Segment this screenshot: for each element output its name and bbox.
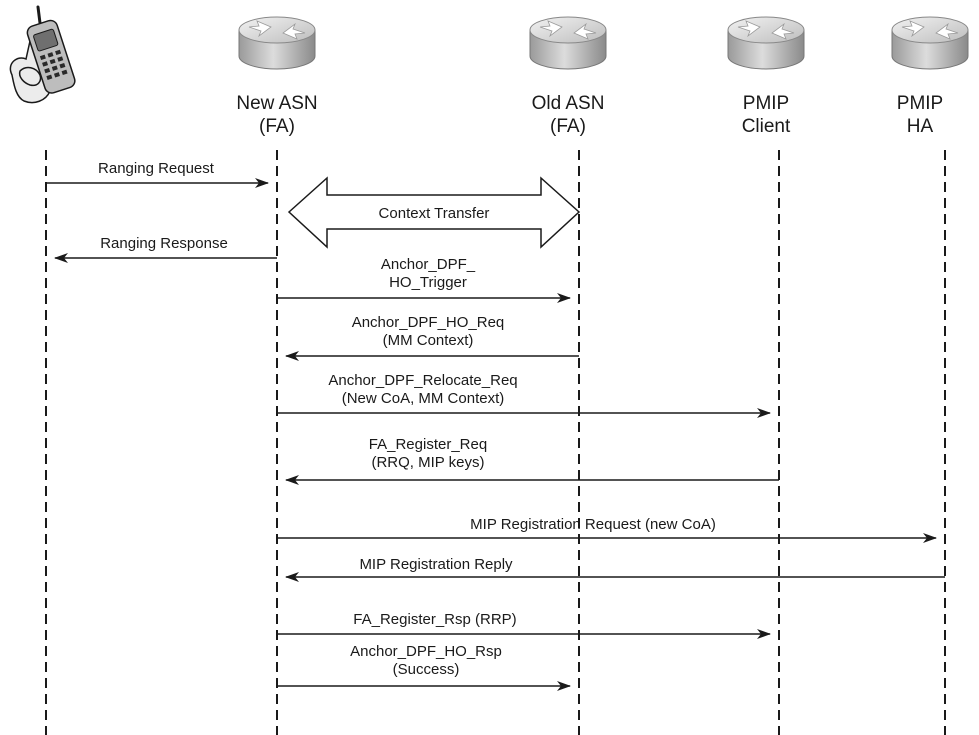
message-label-line: MIP Registration Reply <box>359 556 513 573</box>
message-label-line: MIP Registration Request (new CoA) <box>470 516 716 533</box>
message-label-fa-register-rsp: FA_Register_Rsp (RRP) <box>325 611 545 629</box>
context-transfer-double-arrow <box>287 176 581 249</box>
node-label-pmip-ha: PMIP HA <box>870 92 970 138</box>
message-arrows <box>46 178 945 691</box>
message-label-line: Ranging Request <box>98 160 214 177</box>
node-label-line: Client <box>741 116 791 137</box>
node-label-line: (FA) <box>259 116 295 137</box>
message-label-line: (Success) <box>392 661 460 678</box>
router-icon <box>529 16 607 70</box>
message-label-line: (RRQ, MIP keys) <box>371 454 485 471</box>
message-label-line: FA_Register_Rsp (RRP) <box>353 611 517 628</box>
message-label-fa-register-req: FA_Register_Req (RRQ, MIP keys) <box>358 436 498 472</box>
message-label-ranging-response: Ranging Response <box>74 235 254 253</box>
lifelines <box>45 150 946 735</box>
message-label-mip-registration-request: MIP Registration Request (new CoA) <box>448 516 738 534</box>
message-label-anchor-dpf-relocate-req: Anchor_DPF_Relocate_Req (New CoA, MM Con… <box>313 372 533 408</box>
message-label-line: Ranging Response <box>100 235 228 252</box>
message-label-line: Anchor_DPF_HO_Req <box>351 314 505 331</box>
node-label-old-asn: Old ASN (FA) <box>488 92 648 138</box>
node-label-line: New ASN <box>236 93 318 114</box>
router-icon <box>727 16 805 70</box>
message-label-line: Anchor_DPF_HO_Rsp <box>350 643 502 660</box>
router-icon <box>891 16 969 70</box>
node-label-line: PMIP <box>896 93 944 114</box>
message-label-anchor-dpf-ho-rsp: Anchor_DPF_HO_Rsp (Success) <box>326 643 526 679</box>
message-label-line: (New CoA, MM Context) <box>341 390 505 407</box>
message-label-line: Anchor_DPF_Relocate_Req <box>328 372 518 389</box>
message-label-anchor-dpf-ho-trigger: Anchor_DPF_ HO_Trigger <box>328 256 528 292</box>
mobile-phone-icon <box>9 5 76 104</box>
node-label-line: (FA) <box>550 116 586 137</box>
message-label-line: HO_Trigger <box>389 274 467 291</box>
message-label-mip-registration-reply: MIP Registration Reply <box>326 556 546 574</box>
node-label-line: HA <box>906 116 934 137</box>
node-label-pmip-client: PMIP Client <box>696 92 836 138</box>
message-label-line: Anchor_DPF_ <box>380 256 476 273</box>
node-label-line: Old ASN <box>531 93 605 114</box>
router-icon <box>238 16 316 70</box>
node-label-new-asn: New ASN (FA) <box>197 92 357 138</box>
context-transfer-label: Context Transfer <box>378 205 490 222</box>
node-label-line: PMIP <box>742 93 790 114</box>
message-label-anchor-dpf-ho-req: Anchor_DPF_HO_Req (MM Context) <box>328 314 528 350</box>
message-label-line: (MM Context) <box>382 332 474 349</box>
message-label-line: FA_Register_Req <box>368 436 488 453</box>
message-label-ranging-request: Ranging Request <box>66 160 246 178</box>
